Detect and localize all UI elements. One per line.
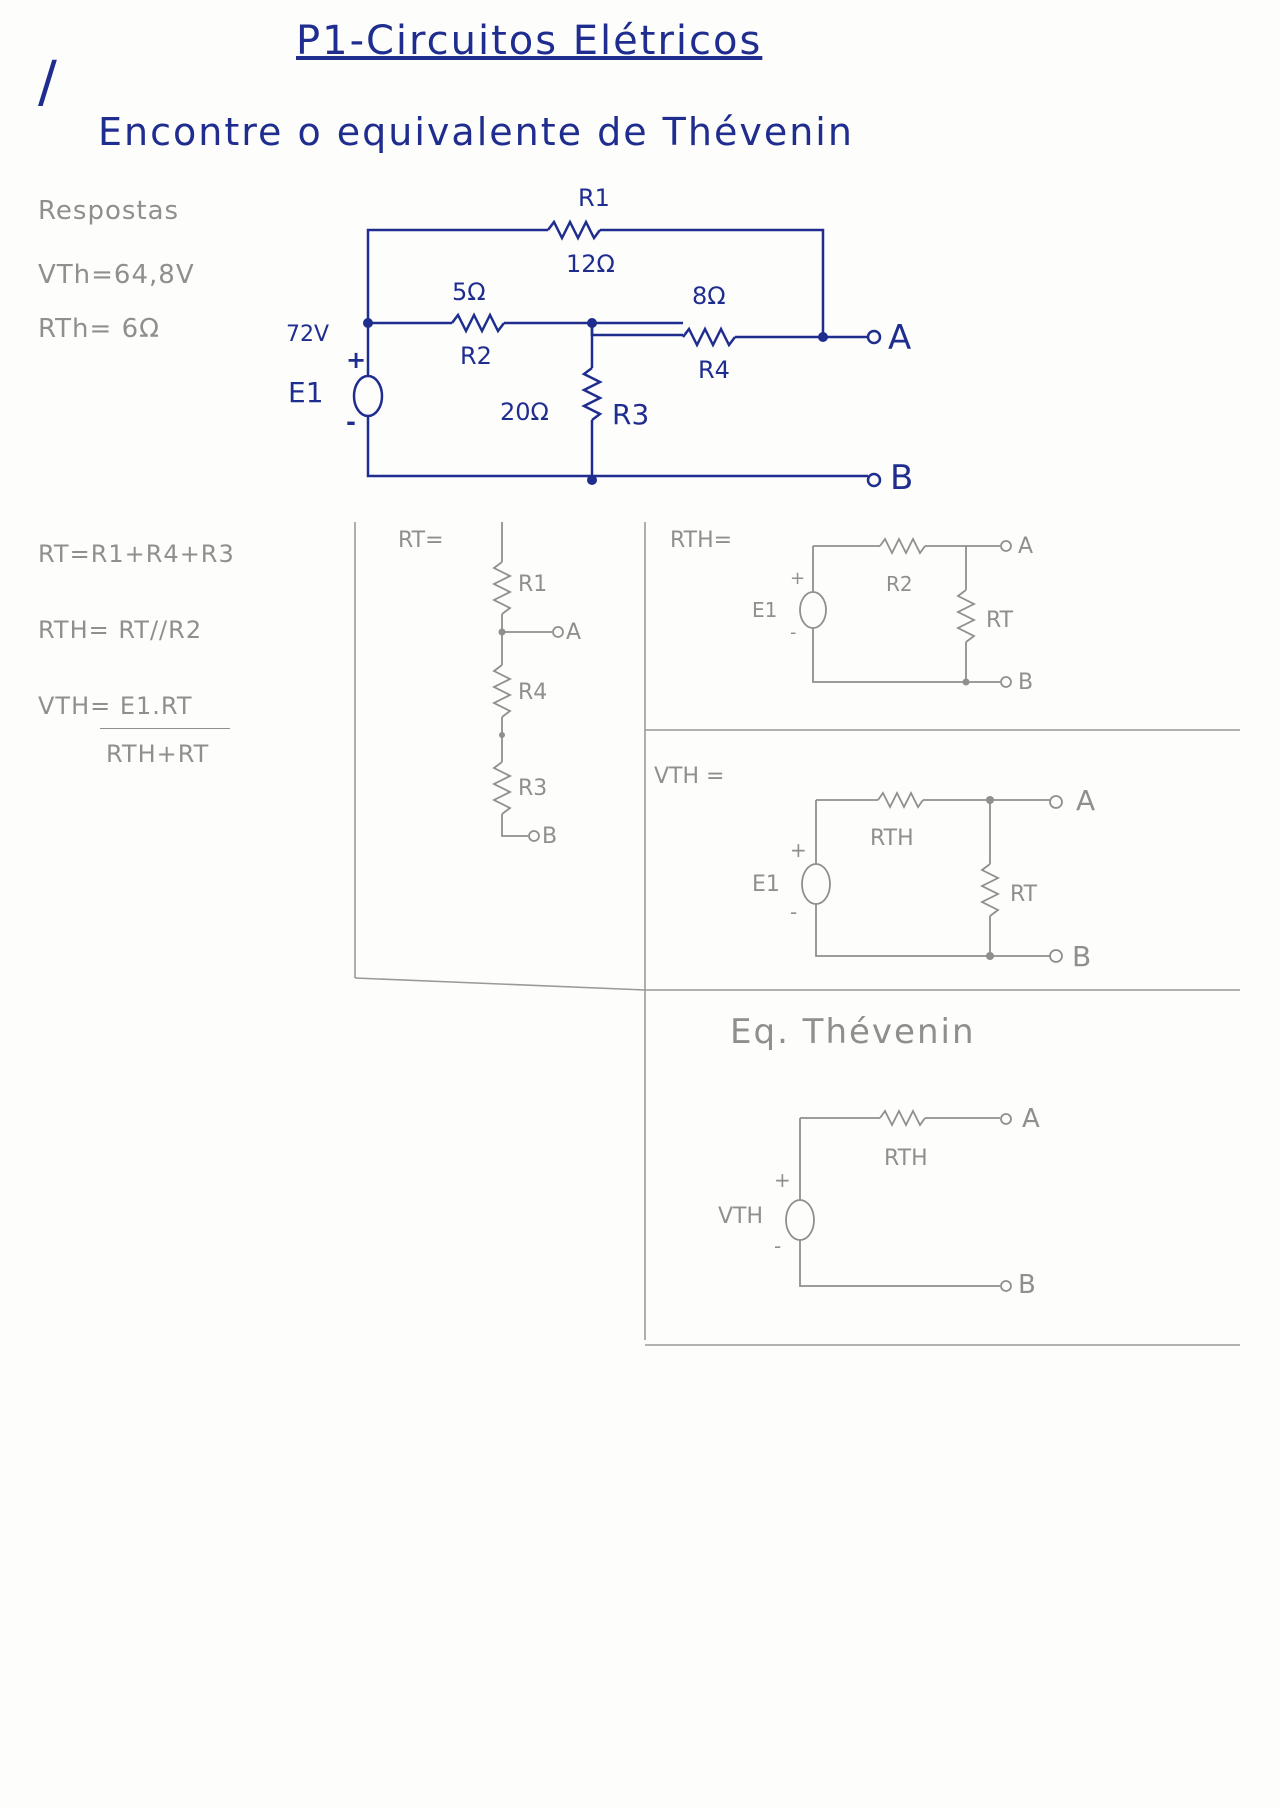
r2-value: 5Ω <box>452 278 486 306</box>
rt-panel-r3: R3 <box>518 776 548 801</box>
rth-panel-a: A <box>1018 534 1034 559</box>
rth-panel-drawing <box>799 536 1012 688</box>
eq-panel-a: A <box>1022 1104 1040 1134</box>
rt-panel-r4: R4 <box>518 680 548 705</box>
r3-name: R3 <box>612 398 650 431</box>
r2-name: R2 <box>460 342 492 370</box>
answers-heading: Respostas <box>38 196 180 226</box>
eq-panel-minus: - <box>774 1234 782 1258</box>
e1-name: E1 <box>288 376 324 409</box>
vth-panel-rt: RT <box>1010 882 1038 907</box>
vth-panel-rth: RTH <box>870 826 914 851</box>
r4-resistor <box>682 326 736 348</box>
eq-panel-heading: Eq. Thévenin <box>730 1012 976 1052</box>
answer-rth: RTh= 6Ω <box>38 314 160 344</box>
rth-panel-r2: R2 <box>886 572 913 596</box>
wire-r1-branch <box>366 228 548 323</box>
eq-panel-rth: RTH <box>884 1146 928 1171</box>
e1-value: 72V <box>286 322 330 347</box>
wire-source-bottom <box>366 416 868 478</box>
term-a-circle <box>866 329 882 345</box>
vth-panel-drawing <box>801 790 1063 963</box>
wire-r1-right <box>600 228 825 337</box>
terminal-a: A <box>888 318 912 358</box>
rt-panel-a: A <box>566 620 582 645</box>
e1-plus: + <box>346 346 367 374</box>
vth-panel-heading: VTH = <box>654 764 725 789</box>
vth-panel-minus: - <box>790 900 798 924</box>
r4-name: R4 <box>698 356 730 384</box>
vth-panel-plus: + <box>790 838 807 862</box>
vth-panel-b: B <box>1072 940 1092 973</box>
page-subtitle: Encontre o equivalente de Thévenin <box>98 110 854 154</box>
rt-panel-b: B <box>542 824 558 849</box>
eq-panel-plus: + <box>774 1168 791 1192</box>
e1-minus: - <box>346 408 356 436</box>
rth-panel-b: B <box>1018 670 1034 695</box>
answer-vth: VTh=64,8V <box>38 260 195 290</box>
rth-panel-heading: RTH= <box>670 528 733 553</box>
eq-panel-b: B <box>1018 1270 1036 1300</box>
page-mark: / <box>38 50 57 115</box>
eq-panel-vth: VTH <box>718 1204 764 1229</box>
rth-panel-rt: RT <box>986 608 1014 633</box>
e1-source <box>352 374 384 418</box>
rt-panel-r1: R1 <box>518 572 548 597</box>
rth-panel-plus: + <box>790 568 806 589</box>
formula-fraction-bar <box>100 728 230 729</box>
page-title: P1-Circuitos Elétricos <box>296 18 763 64</box>
rth-panel-e1: E1 <box>752 598 778 622</box>
r2-resistor <box>451 312 505 334</box>
main-circuit <box>352 219 882 488</box>
rth-panel-minus: - <box>790 622 797 643</box>
vth-panel-e1: E1 <box>752 872 780 897</box>
r1-resistor <box>547 219 601 241</box>
formula-rt: RT=R1+R4+R3 <box>38 540 235 568</box>
r1-value: 12Ω <box>566 250 615 278</box>
formula-rth: RTH= RT//R2 <box>38 616 203 644</box>
terminal-b: B <box>890 458 914 498</box>
r3-resistor <box>581 367 603 421</box>
term-b-circle <box>866 472 882 488</box>
panel-dividers <box>354 522 1240 1346</box>
rt-panel-heading: RT= <box>398 528 444 553</box>
eq-panel-drawing <box>785 1108 1012 1292</box>
r3-value: 20Ω <box>500 398 549 426</box>
r1-name: R1 <box>578 184 610 212</box>
formula-vth-numerator: VTH= E1.RT <box>38 692 193 720</box>
r4-value: 8Ω <box>692 282 726 310</box>
main-nodes <box>363 318 828 485</box>
vth-panel-a: A <box>1076 784 1096 817</box>
formula-vth-denominator: RTH+RT <box>106 740 210 768</box>
